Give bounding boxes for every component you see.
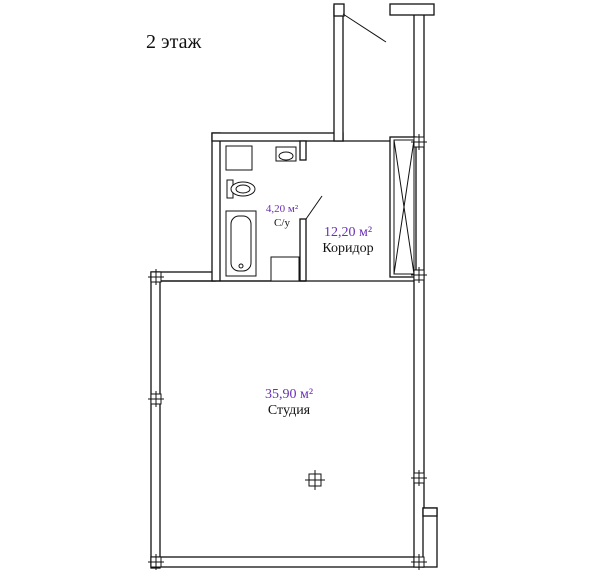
wardrobe bbox=[389, 136, 417, 278]
room-area-corridor: 12,20 м² bbox=[324, 225, 372, 240]
room-corridor: 12,20 м² Коридор bbox=[322, 225, 373, 256]
outer-walls bbox=[150, 3, 438, 569]
bathroom-fixtures bbox=[225, 145, 300, 282]
room-name-studio: Студия bbox=[268, 403, 311, 418]
floor-title: 2 этаж bbox=[146, 31, 201, 53]
washing-machine bbox=[270, 256, 300, 282]
room-area-studio: 35,90 м² bbox=[265, 387, 313, 402]
room-name-bathroom: С/у bbox=[274, 217, 290, 229]
room-name-corridor: Коридор bbox=[322, 241, 373, 256]
room-bathroom: 4,20 м² С/у bbox=[266, 203, 299, 229]
room-studio: 35,90 м² Студия bbox=[265, 387, 313, 418]
door-swing-bathroom bbox=[305, 195, 323, 220]
column-markers bbox=[148, 134, 427, 570]
shower-tray bbox=[225, 145, 253, 171]
interior-walls bbox=[160, 3, 414, 282]
door-swing-top bbox=[342, 13, 387, 43]
room-area-bathroom: 4,20 м² bbox=[266, 203, 299, 215]
